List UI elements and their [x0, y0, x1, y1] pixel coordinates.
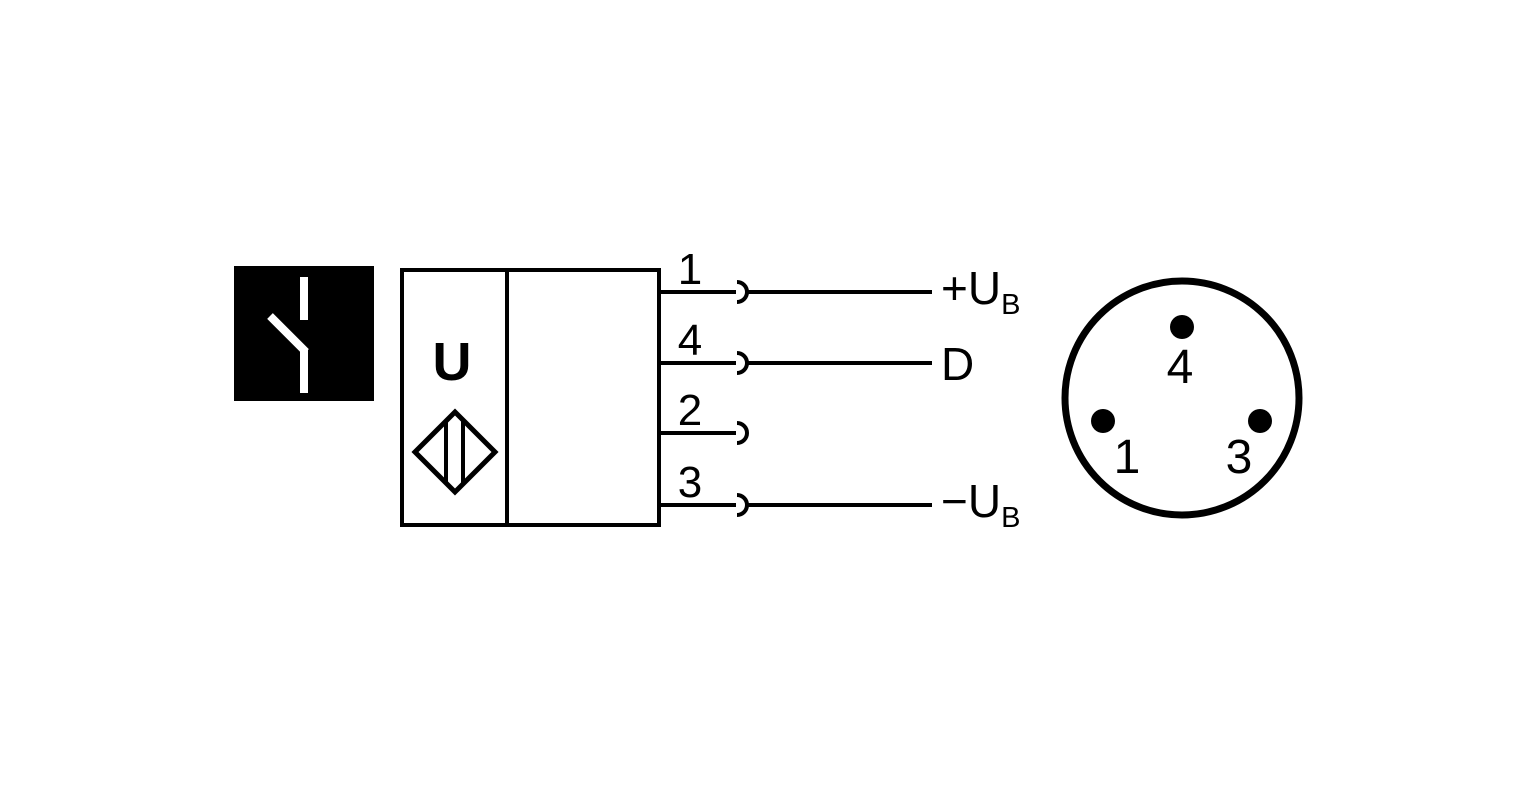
connector-pin-top-dot: [1170, 315, 1194, 339]
pin-4-function-base: D: [941, 338, 975, 390]
connector-face-circle: [1061, 277, 1303, 519]
connector-pin-left-dot: [1091, 409, 1115, 433]
pin-4-number: 4: [677, 316, 703, 365]
connector-pinout: [1061, 277, 1303, 519]
connector-pin-right-dot: [1248, 409, 1272, 433]
pin-3-number: 3: [677, 458, 703, 507]
pin-1-function-base: +U: [941, 262, 1002, 314]
connector-pin-right-number: 3: [1225, 431, 1253, 484]
pin-1-number: 1: [677, 245, 703, 294]
pin-4-function-label: D: [941, 341, 974, 387]
connector-pin-top-number: 4: [1166, 341, 1194, 394]
pin-1-function-label: +UB: [941, 262, 1020, 320]
sensor-body: [400, 268, 661, 527]
diamond-outline: [411, 408, 499, 496]
pin-3-function-sub: B: [1001, 502, 1021, 534]
normally-open-contact-icon: [267, 277, 309, 393]
sensor-outline: [400, 268, 661, 527]
pin-3-function-label: −UB: [941, 475, 1020, 533]
pin-3-function-base: −U: [941, 475, 1002, 527]
sensor-type-label: U: [432, 332, 472, 392]
pin-2-socket-arc: [736, 421, 749, 445]
connector-pin-left-number: 1: [1113, 431, 1141, 484]
function-symbol-box: [234, 266, 374, 401]
pin-2-number: 2: [677, 386, 703, 435]
pin-1-socket-arc: [736, 280, 749, 304]
pin-wires: [661, 280, 932, 517]
pin-3-socket-arc: [736, 493, 749, 517]
pin-1-function-sub: B: [1001, 289, 1021, 321]
pin-4-socket-arc: [736, 351, 749, 375]
analog-voltage-diamond-icon: [411, 408, 499, 496]
